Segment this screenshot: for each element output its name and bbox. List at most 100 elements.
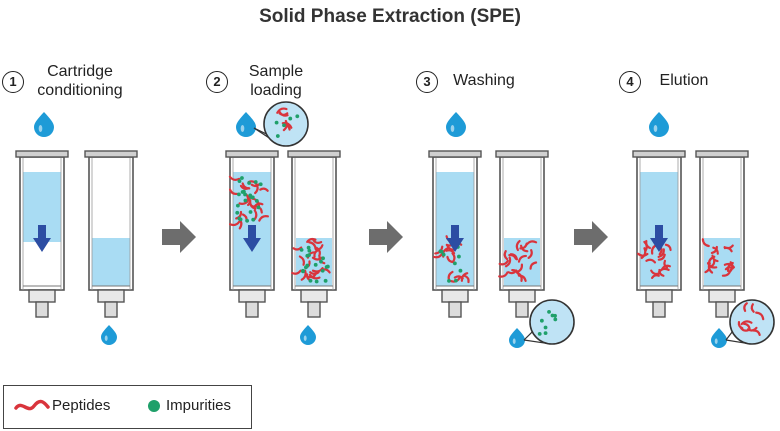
peptide-mark [291, 269, 302, 275]
peptide-mark [308, 273, 321, 280]
peptide-mark [498, 271, 509, 278]
cartridge-4a-flow-arrow-head [650, 238, 668, 252]
impurity-dot [275, 134, 280, 138]
cartridge-4a-flow-arrow-shaft [655, 225, 663, 239]
legend: Peptides Impurities [3, 385, 252, 429]
sample-magnifier [253, 101, 309, 147]
impurity-dot [307, 253, 311, 257]
impurity-dot [253, 180, 258, 184]
peptide-mark [650, 269, 660, 276]
impurity-dot [245, 218, 250, 223]
cartridge-1a-neck [28, 289, 56, 303]
wash-magnifier-circle [529, 299, 575, 345]
diagram-title: Solid Phase Extraction (SPE) [259, 6, 521, 27]
peptide-mark [504, 256, 512, 268]
step-arrow-1 [162, 221, 196, 253]
peptide-mark [308, 241, 317, 250]
cartridge-3b-flange [495, 150, 549, 158]
cartridge-2a-flow-arrow-head [243, 238, 261, 252]
impurity-dot [453, 278, 458, 283]
step-arrow-2 [369, 221, 403, 253]
eluate-drop-1-highlight [104, 335, 108, 342]
peptide-mark [721, 268, 732, 277]
cartridge-2a [225, 150, 279, 318]
water-drop-step-4-highlight [653, 125, 658, 132]
peptide-mark [432, 252, 444, 259]
cartridge-1b-neck [97, 289, 125, 303]
cartridge-1a-flange [15, 150, 69, 158]
cartridge-4b-neck [708, 289, 736, 303]
peptide-mark [645, 239, 652, 250]
peptide-mark [249, 199, 257, 210]
water-drop-step-4 [649, 112, 669, 137]
peptide-mark [451, 252, 456, 264]
water-drop-step-3 [446, 112, 466, 137]
step-1-label-line1: Cartridge [47, 63, 113, 80]
peptide-mark [663, 259, 669, 269]
peptide-mark [298, 255, 305, 266]
peptide-mark [724, 266, 734, 271]
impurity-dot [237, 179, 242, 184]
cartridge-1a-flow-arrow-shaft [38, 225, 46, 239]
peptide-mark [664, 243, 672, 252]
cartridge-4b-tip [715, 301, 729, 318]
step-arrow-3 [574, 221, 608, 253]
step-4-number: 4 [619, 71, 641, 93]
peptide-mark [706, 262, 718, 269]
peptide-mark [740, 320, 753, 326]
step-2-number: 2 [206, 71, 228, 93]
step-2-label: Sample loading [236, 62, 316, 100]
peptide-mark [498, 259, 509, 266]
impurity-dot [320, 268, 325, 273]
peptide-mark [306, 237, 317, 243]
cartridge-2b-tip [307, 301, 321, 318]
cartridge-2b-flange [287, 150, 341, 158]
impurity-dot [235, 210, 240, 215]
peptide-mark [509, 253, 518, 261]
eluate-drop-1 [101, 325, 117, 345]
impurity-dot [543, 331, 548, 336]
peptide-mark [527, 249, 533, 259]
impurity-dot [543, 325, 548, 330]
legend-impurities-label: Impurities [166, 397, 232, 414]
step-1-label: Cartridge conditioning [28, 62, 132, 100]
step-1-number: 1 [2, 71, 24, 93]
peptide-legend-icon [14, 399, 50, 411]
peptide-mark [519, 244, 529, 253]
cartridge-3a-tip [448, 301, 462, 318]
impurity-dot [254, 199, 259, 203]
peptide-mark [463, 274, 470, 284]
cartridge-4a [632, 150, 686, 318]
impurity-dot [237, 192, 241, 197]
step-1-label-line2: conditioning [37, 82, 123, 99]
peptide-mark [743, 302, 748, 313]
impurity-dot [248, 193, 253, 198]
step-2-label-line2: loading [250, 82, 302, 99]
impurity-dot [447, 278, 451, 283]
cartridge-2b [287, 150, 341, 318]
eluate-drop-2-highlight [303, 335, 307, 342]
peptide-mark [657, 248, 665, 258]
cartridge-2a-flange [225, 150, 279, 158]
peptide-mark [723, 246, 733, 253]
cartridge-3a-flange [428, 150, 482, 158]
impurity-dot [243, 192, 247, 197]
eluate-drop-4-highlight [714, 338, 718, 345]
impurity-dot [251, 217, 256, 222]
peptide-mark [503, 250, 509, 261]
cartridge-1b-flange [84, 150, 138, 158]
wash-magnifier-pointer-line [523, 331, 533, 341]
peptide-mark [276, 107, 288, 114]
impurity-dot [250, 195, 255, 200]
peptide-mark [739, 326, 750, 332]
impurity-dot [547, 309, 551, 314]
peptide-mark [453, 275, 464, 280]
peptide-mark [281, 121, 293, 129]
impurity-dot [240, 176, 244, 180]
step-2-label-line1: Sample [248, 63, 304, 80]
peptide-mark [228, 175, 241, 181]
cartridge-4b-flange [695, 150, 749, 158]
impurity-dot [238, 217, 243, 222]
impurity-dot [314, 279, 319, 284]
